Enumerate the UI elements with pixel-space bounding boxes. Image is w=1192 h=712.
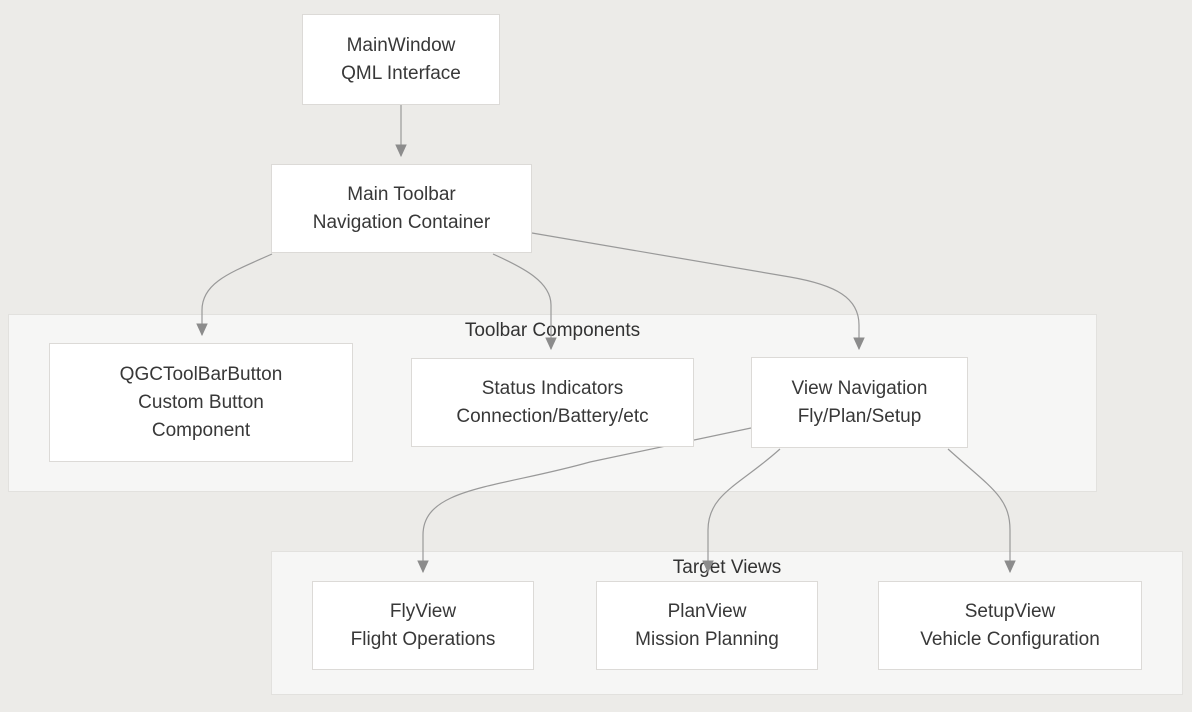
- node-label-line: QGCToolBarButton: [119, 363, 283, 385]
- node-view-navigation: View Navigation Fly/Plan/Setup: [751, 357, 968, 448]
- node-main-window: MainWindow QML Interface: [302, 14, 500, 105]
- node-qgc-toolbar-button: QGCToolBarButton Custom Button Component: [49, 343, 353, 462]
- node-label-line: QML Interface: [341, 62, 461, 84]
- node-label-line: Connection/Battery/etc: [456, 405, 649, 427]
- node-label-line: Fly/Plan/Setup: [797, 405, 922, 427]
- node-main-toolbar: Main Toolbar Navigation Container: [271, 164, 532, 253]
- node-label-line: Main Toolbar: [347, 183, 456, 205]
- node-label-line: Navigation Container: [312, 211, 491, 233]
- group-title-toolbar-components: Toolbar Components: [464, 320, 641, 341]
- node-label-line: Flight Operations: [350, 628, 496, 650]
- node-label-line: Component: [151, 419, 251, 441]
- group-title-target-views: Target Views: [672, 557, 782, 578]
- node-plan-view: PlanView Mission Planning: [596, 581, 818, 670]
- node-status-indicators: Status Indicators Connection/Battery/etc: [411, 358, 694, 447]
- node-fly-view: FlyView Flight Operations: [312, 581, 534, 670]
- node-label-line: SetupView: [964, 600, 1056, 622]
- node-label-line: MainWindow: [346, 34, 456, 56]
- node-setup-view: SetupView Vehicle Configuration: [878, 581, 1142, 670]
- node-label-line: Custom Button: [138, 391, 264, 413]
- node-label-line: Status Indicators: [481, 377, 624, 399]
- node-label-line: Vehicle Configuration: [920, 628, 1100, 650]
- node-label-line: View Navigation: [791, 377, 928, 399]
- node-label-line: FlyView: [389, 600, 457, 622]
- node-label-line: PlanView: [667, 600, 747, 622]
- node-label-line: Mission Planning: [635, 628, 779, 650]
